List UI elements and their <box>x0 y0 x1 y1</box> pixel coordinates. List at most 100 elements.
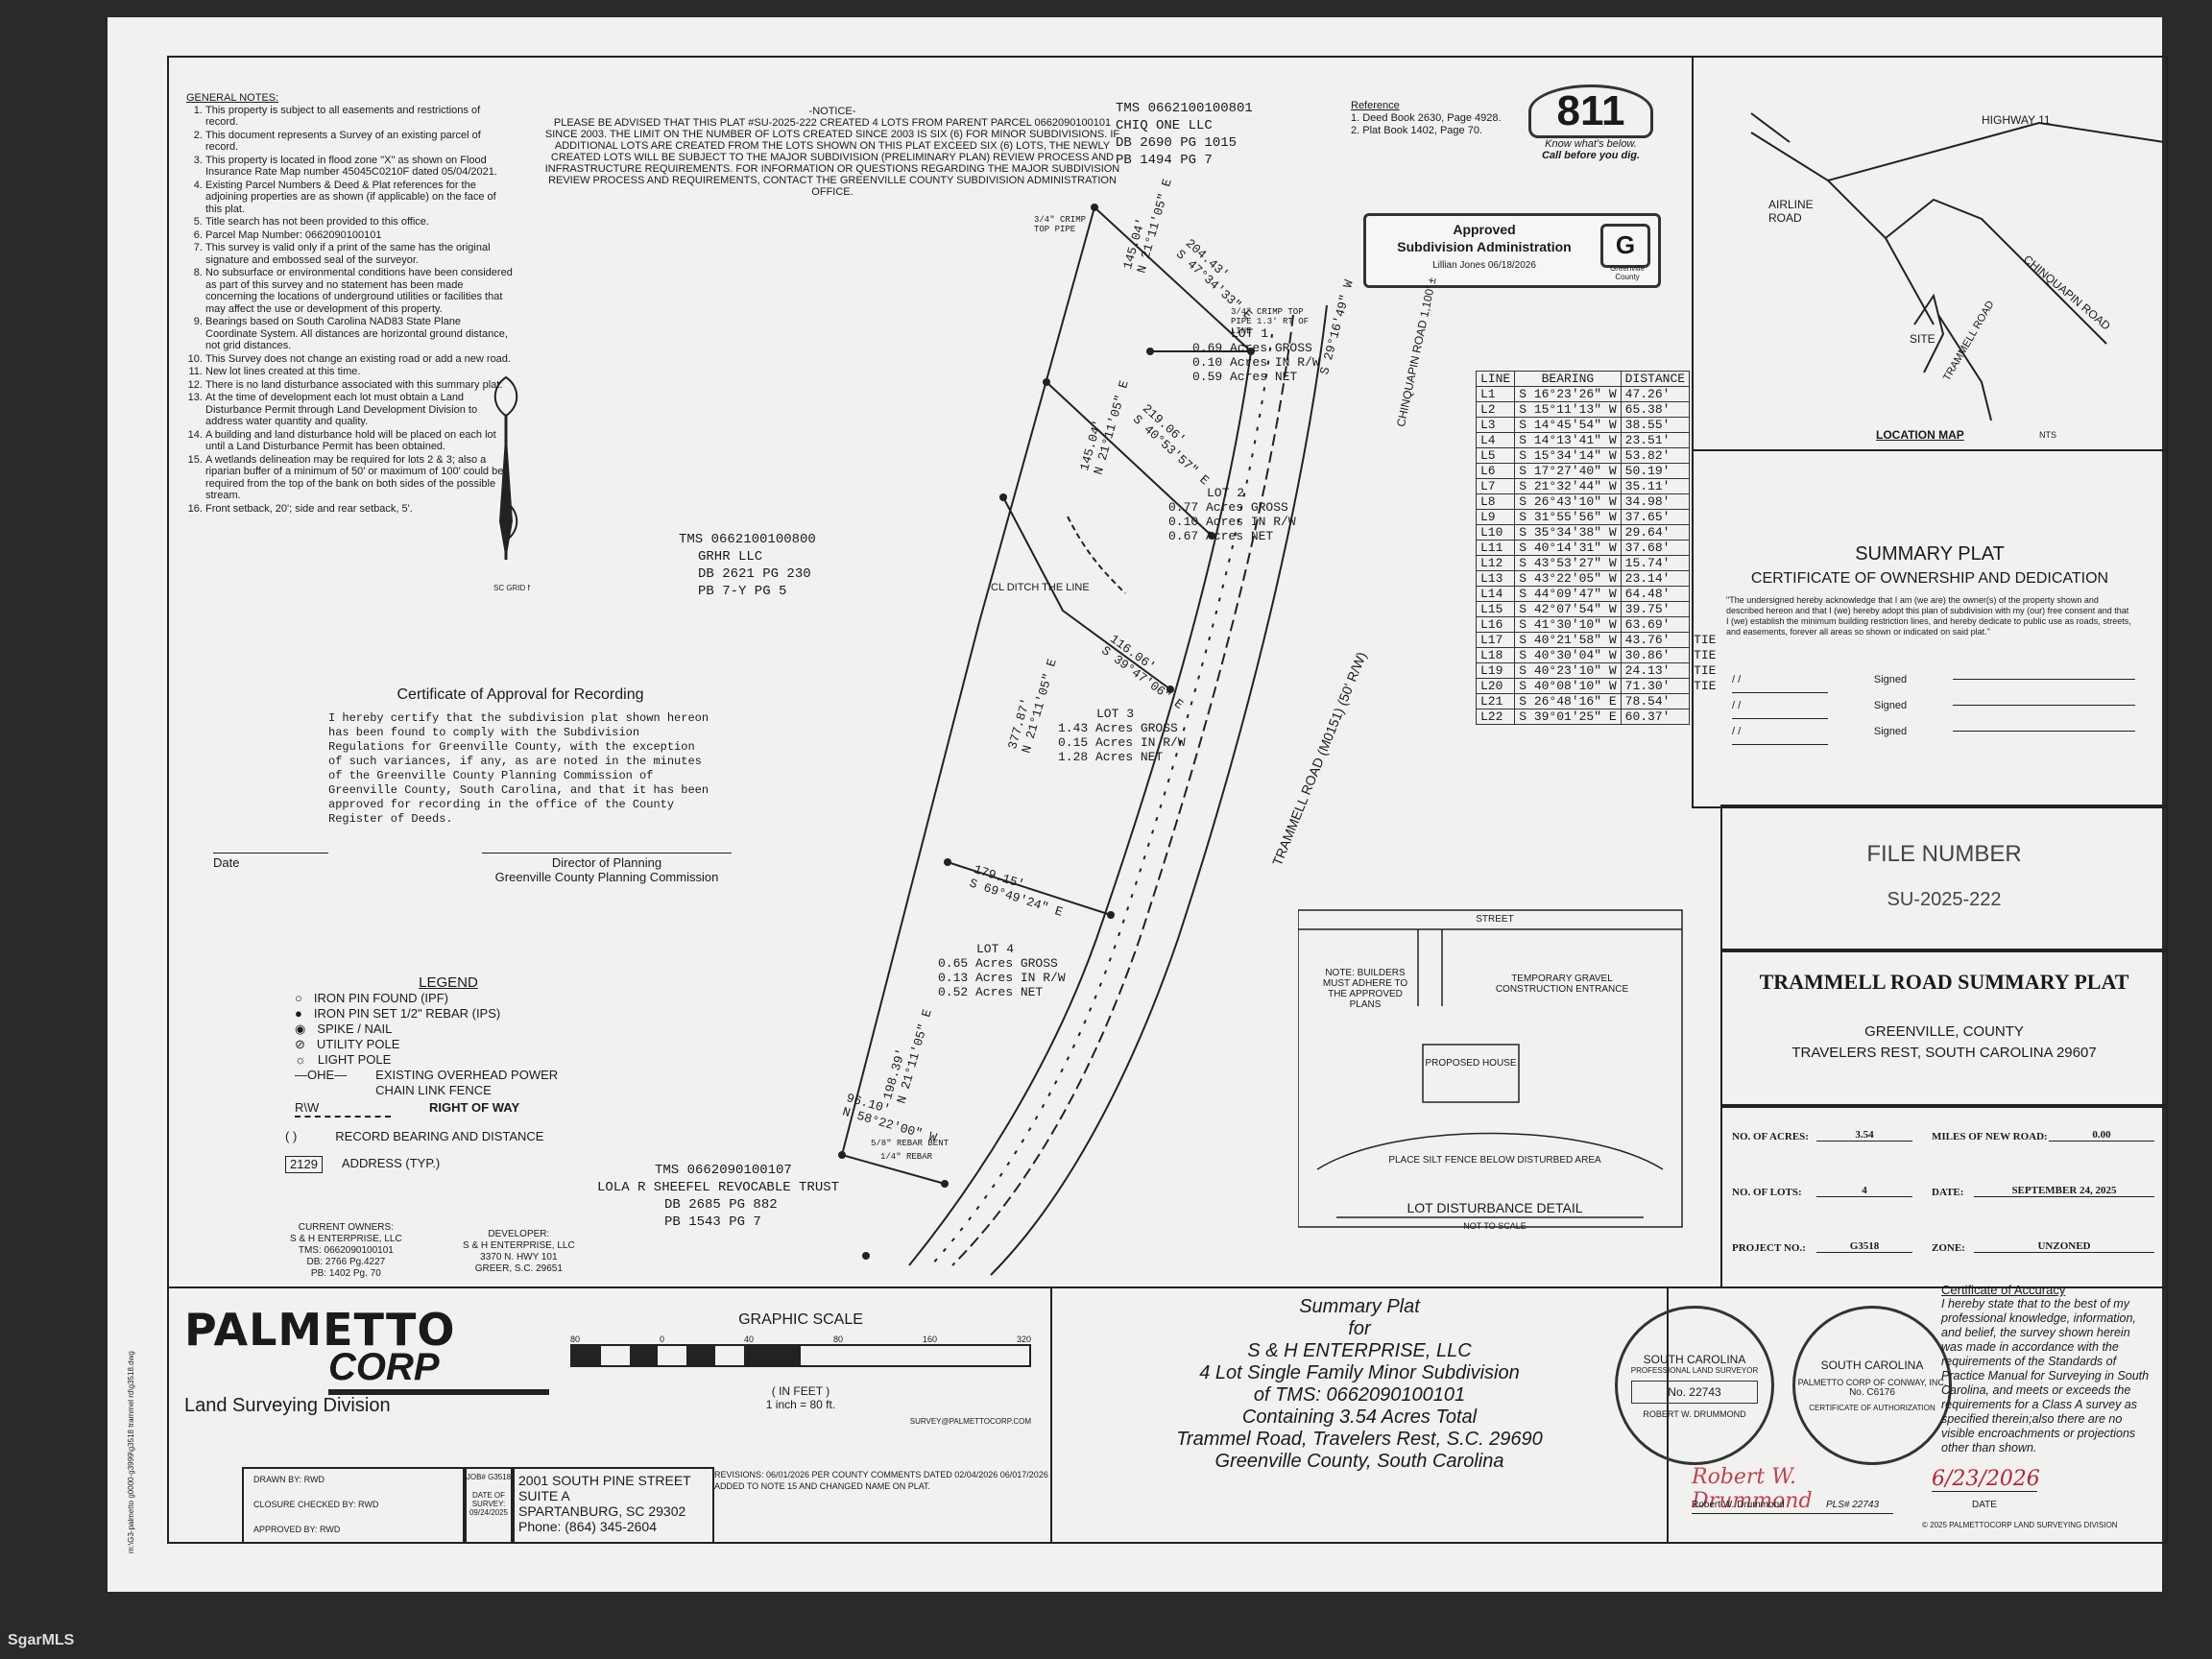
tms-left-line: PB 7-Y PG 5 <box>698 584 787 599</box>
notice-block: -NOTICE- PLEASE BE ADVISED THAT THIS PLA… <box>544 106 1120 198</box>
ownership-certificate: SUMMARY PLAT CERTIFICATE OF OWNERSHIP AN… <box>1692 449 2166 808</box>
line-table-cell: L17 <box>1475 632 1516 648</box>
certificate-accuracy: Certificate of Accuracy I hereby state t… <box>1941 1283 2152 1455</box>
survey-date-label: DATE OF SURVEY: <box>471 1491 506 1508</box>
reference-block: Reference 1. Deed Book 2630, Page 4928. … <box>1351 100 1502 137</box>
boundary-line <box>1094 206 1252 352</box>
lot-detail-silt: PLACE SILT FENCE BELOW DISTURBED AREA <box>1388 1155 1601 1166</box>
file-number-label: FILE NUMBER <box>1866 841 2022 867</box>
logo-811-number: 811 <box>1528 84 1653 138</box>
drawn-by: DRAWN BY: RWD <box>253 1475 325 1484</box>
owners-title: CURRENT OWNERS: <box>298 1222 394 1233</box>
line-table-cell: L10 <box>1475 524 1516 541</box>
approval-stamp: Approved Subdivision Administration Lill… <box>1363 213 1661 288</box>
developer-line: 3370 N. HWY 101 <box>480 1252 558 1262</box>
line-table-cell: 64.48' <box>1620 586 1691 602</box>
line-table-cell: S 40°30'04" W <box>1514 647 1622 663</box>
line-table-cell: S 26°48'16" E <box>1514 693 1622 709</box>
line-table-cell: 35.11' <box>1620 478 1691 494</box>
scale-ticks: 80 0 40 80 160 320 <box>570 1334 1031 1344</box>
scale-unit: ( IN FEET ) <box>771 1384 830 1398</box>
seal-number: No. C6176 <box>1849 1387 1895 1398</box>
approval-stamp-title: Approved <box>1453 222 1516 237</box>
general-note-item: Title search has not been provided to th… <box>205 216 513 228</box>
line-table-cell: 37.65' <box>1620 509 1691 525</box>
stat-label: ZONE: <box>1932 1242 1965 1254</box>
legend-label: IRON PIN FOUND (IPF) <box>313 991 448 1005</box>
notice-heading: -NOTICE- <box>808 106 856 117</box>
logo-811-tag: Call before you dig. <box>1541 150 1641 161</box>
line-table-cell: S 43°53'27" W <box>1514 555 1622 571</box>
file-number-box: FILE NUMBER SU-2025-222 <box>1720 805 2166 952</box>
general-note-item: Front setback, 20'; side and rear setbac… <box>205 503 513 516</box>
signature-line[interactable] <box>1952 693 2135 706</box>
rw-label: RIGHT OF WAY <box>429 1100 520 1115</box>
signature-date-label: DATE <box>1972 1500 1997 1510</box>
plat-location-line: GREENVILLE, COUNTY <box>1864 1023 2024 1040</box>
bearing-label: 219.06'S 40°53'57" E <box>1129 401 1213 489</box>
legend-rw-row: R\W RIGHT OF WAY <box>295 1100 660 1118</box>
seal-number: No. 22743 <box>1630 1380 1759 1404</box>
line-table-cell: 39.75' <box>1620 601 1691 617</box>
director-label: Director of Planning <box>551 855 662 870</box>
line-table-cell: 60.37' <box>1620 709 1691 725</box>
lot-detail-house: PROPOSED HOUSE <box>1425 1058 1517 1069</box>
line-table-header: DISTANCE <box>1620 371 1691 387</box>
general-notes-list: This property is subject to all easement… <box>186 105 513 516</box>
right-of-way-line <box>990 304 1328 1276</box>
watermark: SgarMLS <box>8 1632 75 1648</box>
line-table-header: LINE <box>1475 371 1516 387</box>
signature-row: / /Signed <box>1732 693 2135 719</box>
rw-symbol: R\W <box>295 1100 391 1118</box>
signature-line[interactable] <box>1952 667 2135 680</box>
accuracy-title: Certificate of Accuracy <box>1941 1283 2066 1297</box>
legend-label: LIGHT POLE <box>317 1052 392 1067</box>
surveyor-seal: SOUTH CAROLINA PROFESSIONAL LAND SURVEYO… <box>1615 1306 1774 1465</box>
company-address: 2001 SOUTH PINE STREET SUITE A SPARTANBU… <box>511 1467 714 1544</box>
ohe-symbol: —OHE— <box>295 1068 348 1082</box>
company-address-line: 2001 SOUTH PINE STREET <box>518 1473 691 1488</box>
legend-item: ◉SPIKE / NAIL <box>295 1022 660 1037</box>
line-table-cell: L15 <box>1475 601 1516 617</box>
line-table-header: BEARING <box>1514 371 1622 387</box>
legend-label: IRON PIN SET 1/2" REBAR (IPS) <box>313 1006 501 1021</box>
summary-cert-text: "The undersigned hereby acknowledge that… <box>1726 595 2131 637</box>
line-table-cell: S 21°32'44" W <box>1514 478 1622 494</box>
accuracy-text: I hereby state that to the best of my pr… <box>1941 1297 2150 1455</box>
tms-top-line: PB 1494 PG 7 <box>1116 153 1213 168</box>
line-table-cell: S 31°55'56" W <box>1514 509 1622 525</box>
bearing-label: 116.06'S 39°47'06" E <box>1098 632 1187 712</box>
plat-labels: 3/4" CRIMP TOP PIPE 3/4" CRIMP TOP PIPE … <box>108 17 2162 1592</box>
bearing-label: 145.04'N 21°11'05" E <box>1077 378 1132 477</box>
legend-symbol-icon: ◉ <box>295 1022 306 1036</box>
lot-detail-title: LOT DISTURBANCE DETAIL <box>1407 1200 1583 1215</box>
line-table-cell: L13 <box>1475 570 1516 587</box>
legend-items: ○IRON PIN FOUND (IPF)●IRON PIN SET 1/2" … <box>295 991 660 1068</box>
tms-left-adjoiner: TMS 0662100100800 GRHR LLC DB 2621 PG 23… <box>679 531 816 600</box>
line-table-cell: L14 <box>1475 586 1516 602</box>
line-table-cell: S 39°01'25" E <box>1514 709 1622 725</box>
line-table-cell: 15.74' <box>1620 555 1691 571</box>
summary-cert-title: SUMMARY PLAT <box>1855 543 2005 565</box>
monument-label: 5/8" REBAR BENT <box>871 1139 950 1148</box>
survey-date: 09/24/2025 <box>469 1508 509 1517</box>
summary-title-line: Trammel Road, Travelers Rest, S.C. 29690 <box>1176 1429 1543 1450</box>
lot-line <box>1002 496 1171 690</box>
signature-text: Robert W. Drummond <box>1692 1465 1813 1513</box>
signature-line[interactable] <box>1952 719 2135 732</box>
scale-tick: 0 <box>659 1334 664 1344</box>
seal-text: CERTIFICATE OF AUTHORIZATION <box>1809 1404 1936 1412</box>
line-table-tie: TIE <box>1694 663 1717 678</box>
road-centerline <box>951 314 1294 1266</box>
monument-label: 3/4" CRIMP TOP PIPE <box>1034 215 1087 234</box>
